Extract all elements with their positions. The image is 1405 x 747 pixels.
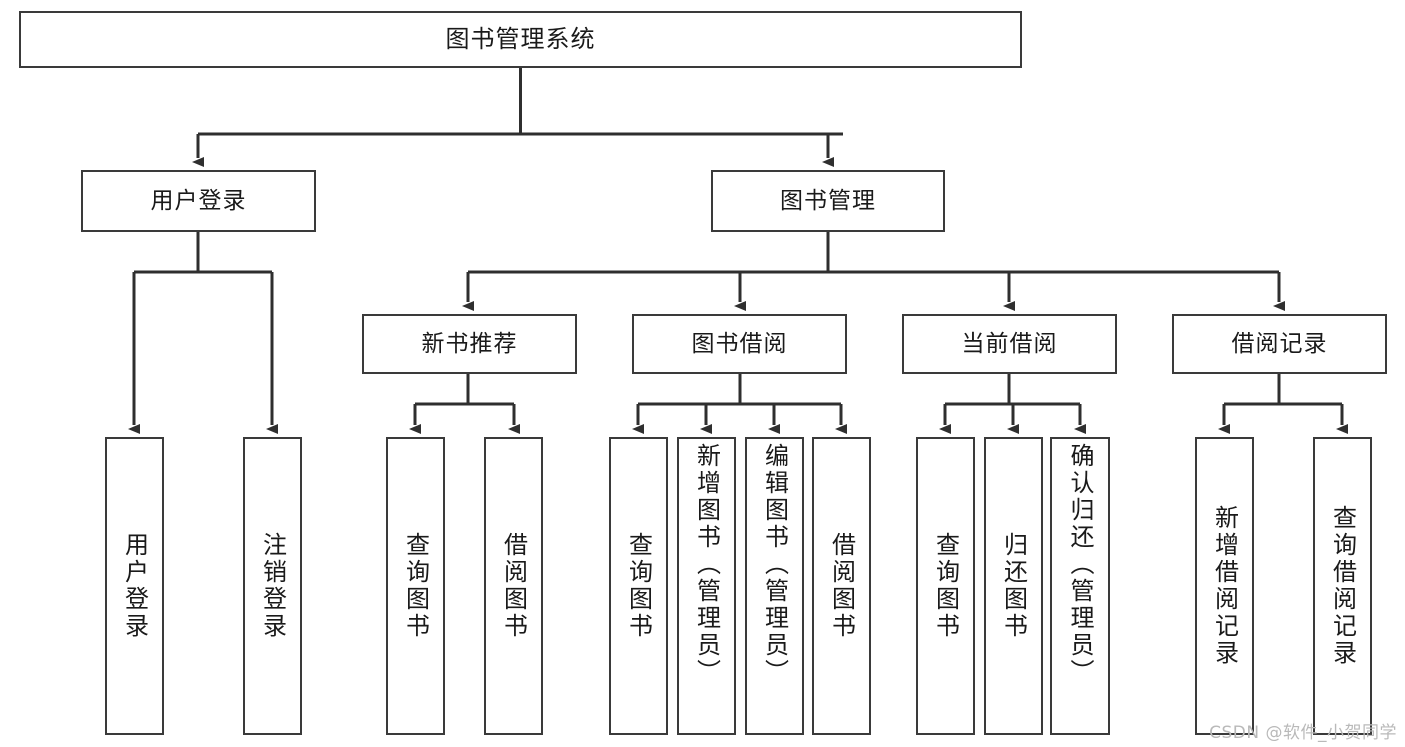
node-label: 用户登录 (150, 187, 247, 214)
leaf-borrow-record-query[interactable]: 查询借阅记录 (1313, 437, 1372, 735)
node-borrow-record[interactable]: 借阅记录 (1172, 314, 1387, 374)
leaf-book-borrow-edit[interactable]: 编辑图书（管理员） (745, 437, 804, 735)
node-current-borrow[interactable]: 当前借阅 (902, 314, 1117, 374)
node-label: 新增借阅记录 (1210, 505, 1239, 667)
node-new-book-recommend[interactable]: 新书推荐 (362, 314, 577, 374)
node-label: 新增图书（管理员） (692, 443, 721, 686)
leaf-current-borrow-return[interactable]: 归还图书 (984, 437, 1043, 735)
leaf-new-book-borrow[interactable]: 借阅图书 (484, 437, 543, 735)
node-label: 图书管理 (780, 187, 876, 214)
node-label: 图书借阅 (691, 330, 788, 357)
node-label: 借阅图书 (499, 532, 528, 640)
node-label: 图书管理系统 (445, 24, 596, 53)
leaf-new-book-query[interactable]: 查询图书 (386, 437, 445, 735)
node-label: 查询图书 (624, 532, 653, 640)
watermark: CSDN @软件_小贺同学 (1209, 723, 1397, 743)
node-label: 确认归还（管理员） (1066, 443, 1094, 686)
node-label: 查询图书 (401, 532, 430, 640)
leaf-book-borrow-borrow[interactable]: 借阅图书 (812, 437, 871, 735)
node-label: 用户登录 (120, 532, 149, 640)
node-root-book-management-system[interactable]: 图书管理系统 (19, 11, 1022, 68)
node-label: 新书推荐 (421, 330, 518, 357)
node-user-login[interactable]: 用户登录 (81, 170, 316, 232)
node-label: 编辑图书（管理员） (760, 443, 789, 686)
node-label: 借阅记录 (1231, 330, 1328, 357)
node-label: 查询图书 (931, 532, 960, 640)
node-book-management[interactable]: 图书管理 (711, 170, 945, 232)
node-label: 归还图书 (999, 532, 1028, 640)
leaf-current-borrow-query[interactable]: 查询图书 (916, 437, 975, 735)
leaf-current-borrow-confirm-return[interactable]: 确认归还（管理员） (1050, 437, 1110, 735)
leaf-book-borrow-add[interactable]: 新增图书（管理员） (677, 437, 736, 735)
leaf-user-login-logout[interactable]: 注销登录 (243, 437, 302, 735)
node-label: 借阅图书 (827, 532, 856, 640)
leaf-user-login-login[interactable]: 用户登录 (105, 437, 164, 735)
node-label: 当前借阅 (961, 330, 1058, 357)
node-label: 注销登录 (258, 532, 287, 640)
leaf-borrow-record-add[interactable]: 新增借阅记录 (1195, 437, 1254, 735)
node-label: 查询借阅记录 (1328, 505, 1357, 667)
leaf-book-borrow-query[interactable]: 查询图书 (609, 437, 668, 735)
node-book-borrow[interactable]: 图书借阅 (632, 314, 847, 374)
